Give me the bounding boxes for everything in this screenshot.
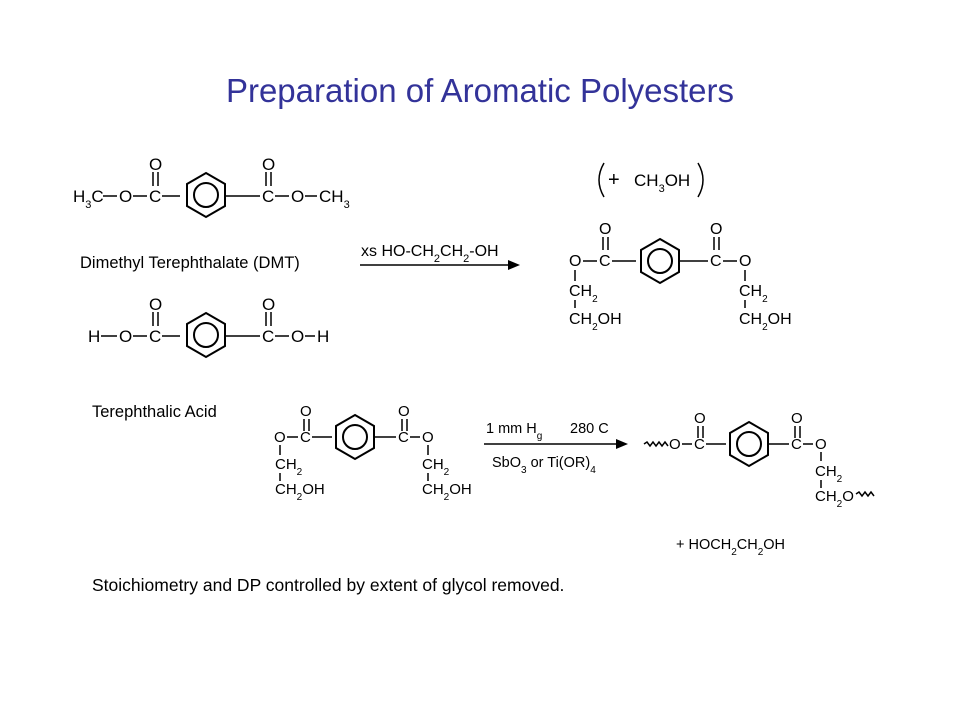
glycol-byproduct-label: + HOCH2CH2OH xyxy=(676,537,785,558)
svg-text:CH2: CH2 xyxy=(275,456,303,478)
svg-text:CH2OH: CH2OH xyxy=(275,481,325,503)
svg-text:O: O xyxy=(300,403,312,420)
svg-text:O: O xyxy=(569,253,581,270)
svg-text:C: C xyxy=(599,253,611,270)
dmt-o1-label: O xyxy=(119,187,132,206)
terephthalic-acid-structure: H O C O C O O H xyxy=(88,295,329,358)
dmt-name-label: Dimethyl Terephthalate (DMT) xyxy=(80,254,300,272)
reaction1-arrow xyxy=(360,260,520,270)
svg-text:CH3OH: CH3OH xyxy=(634,171,690,195)
polyester-product: O C O C O O CH2 CH2O xyxy=(643,410,875,510)
svg-text:C: C xyxy=(300,429,311,446)
svg-text:CH2O: CH2O xyxy=(815,488,854,510)
svg-text:O: O xyxy=(599,221,611,238)
svg-text:CH2: CH2 xyxy=(815,463,843,485)
dmt-o2-label: O xyxy=(149,155,162,174)
tpa-c1-label: C xyxy=(149,327,161,346)
svg-text:C: C xyxy=(398,429,409,446)
bhet-reactant-2: O O C C O O CH2 CH2OH CH2 CH2OH xyxy=(274,403,472,503)
svg-text:O: O xyxy=(694,410,706,427)
dmt-c1-label: C xyxy=(149,187,161,206)
tpa-h2-label: H xyxy=(317,327,329,346)
reaction2-arrow xyxy=(484,439,628,449)
tpa-o2-label: O xyxy=(149,295,162,314)
svg-text:+: + xyxy=(608,169,620,191)
page-title: Preparation of Aromatic Polyesters xyxy=(225,72,735,109)
svg-text:CH2: CH2 xyxy=(569,283,598,305)
svg-text:CH2: CH2 xyxy=(422,456,450,478)
svg-text:O: O xyxy=(815,436,827,453)
svg-text:C: C xyxy=(791,436,802,453)
svg-text:O: O xyxy=(791,410,803,427)
reaction1-reagent-label: xs HO-CH2CH2-OH xyxy=(361,243,499,265)
svg-text:CH2OH: CH2OH xyxy=(422,481,472,503)
tpa-o3-label: O xyxy=(262,295,275,314)
svg-text:C: C xyxy=(694,436,705,453)
reaction2-temperature-label: 280 C xyxy=(570,421,609,437)
tpa-o4-label: O xyxy=(291,327,304,346)
svg-text:O: O xyxy=(422,429,434,446)
reaction2-pressure-label: 1 mm Hg xyxy=(486,421,542,442)
svg-text:CH2: CH2 xyxy=(739,283,768,305)
tpa-c2-label: C xyxy=(262,327,274,346)
dmt-o4-label: O xyxy=(291,187,304,206)
bhet-product-1: O O C C O O CH2 CH2OH CH2 CH2OH xyxy=(569,221,792,333)
dmt-ch3-label: CH3 xyxy=(319,187,350,211)
svg-text:O: O xyxy=(710,221,722,238)
dmt-o3-label: O xyxy=(262,155,275,174)
svg-text:O: O xyxy=(739,253,751,270)
svg-text:CH2OH: CH2OH xyxy=(739,311,792,333)
dmt-structure: H3C O C O C O O CH3 xyxy=(73,155,350,218)
tpa-o1-label: O xyxy=(119,327,132,346)
caption-text: Stoichiometry and DP controlled by exten… xyxy=(92,575,565,595)
reaction2-catalyst-label: SbO3 or Ti(OR)4 xyxy=(492,455,596,476)
tpa-h1-label: H xyxy=(88,327,100,346)
svg-text:O: O xyxy=(669,436,681,453)
svg-text:O: O xyxy=(398,403,410,420)
dmt-c2-label: C xyxy=(262,187,274,206)
svg-text:O: O xyxy=(274,429,286,446)
dmt-h3c-label: H3C xyxy=(73,187,104,211)
svg-text:C: C xyxy=(710,253,722,270)
terephthalic-acid-name-label: Terephthalic Acid xyxy=(92,403,217,421)
svg-text:CH2OH: CH2OH xyxy=(569,311,622,333)
methanol-byproduct: + CH3OH xyxy=(598,162,704,198)
